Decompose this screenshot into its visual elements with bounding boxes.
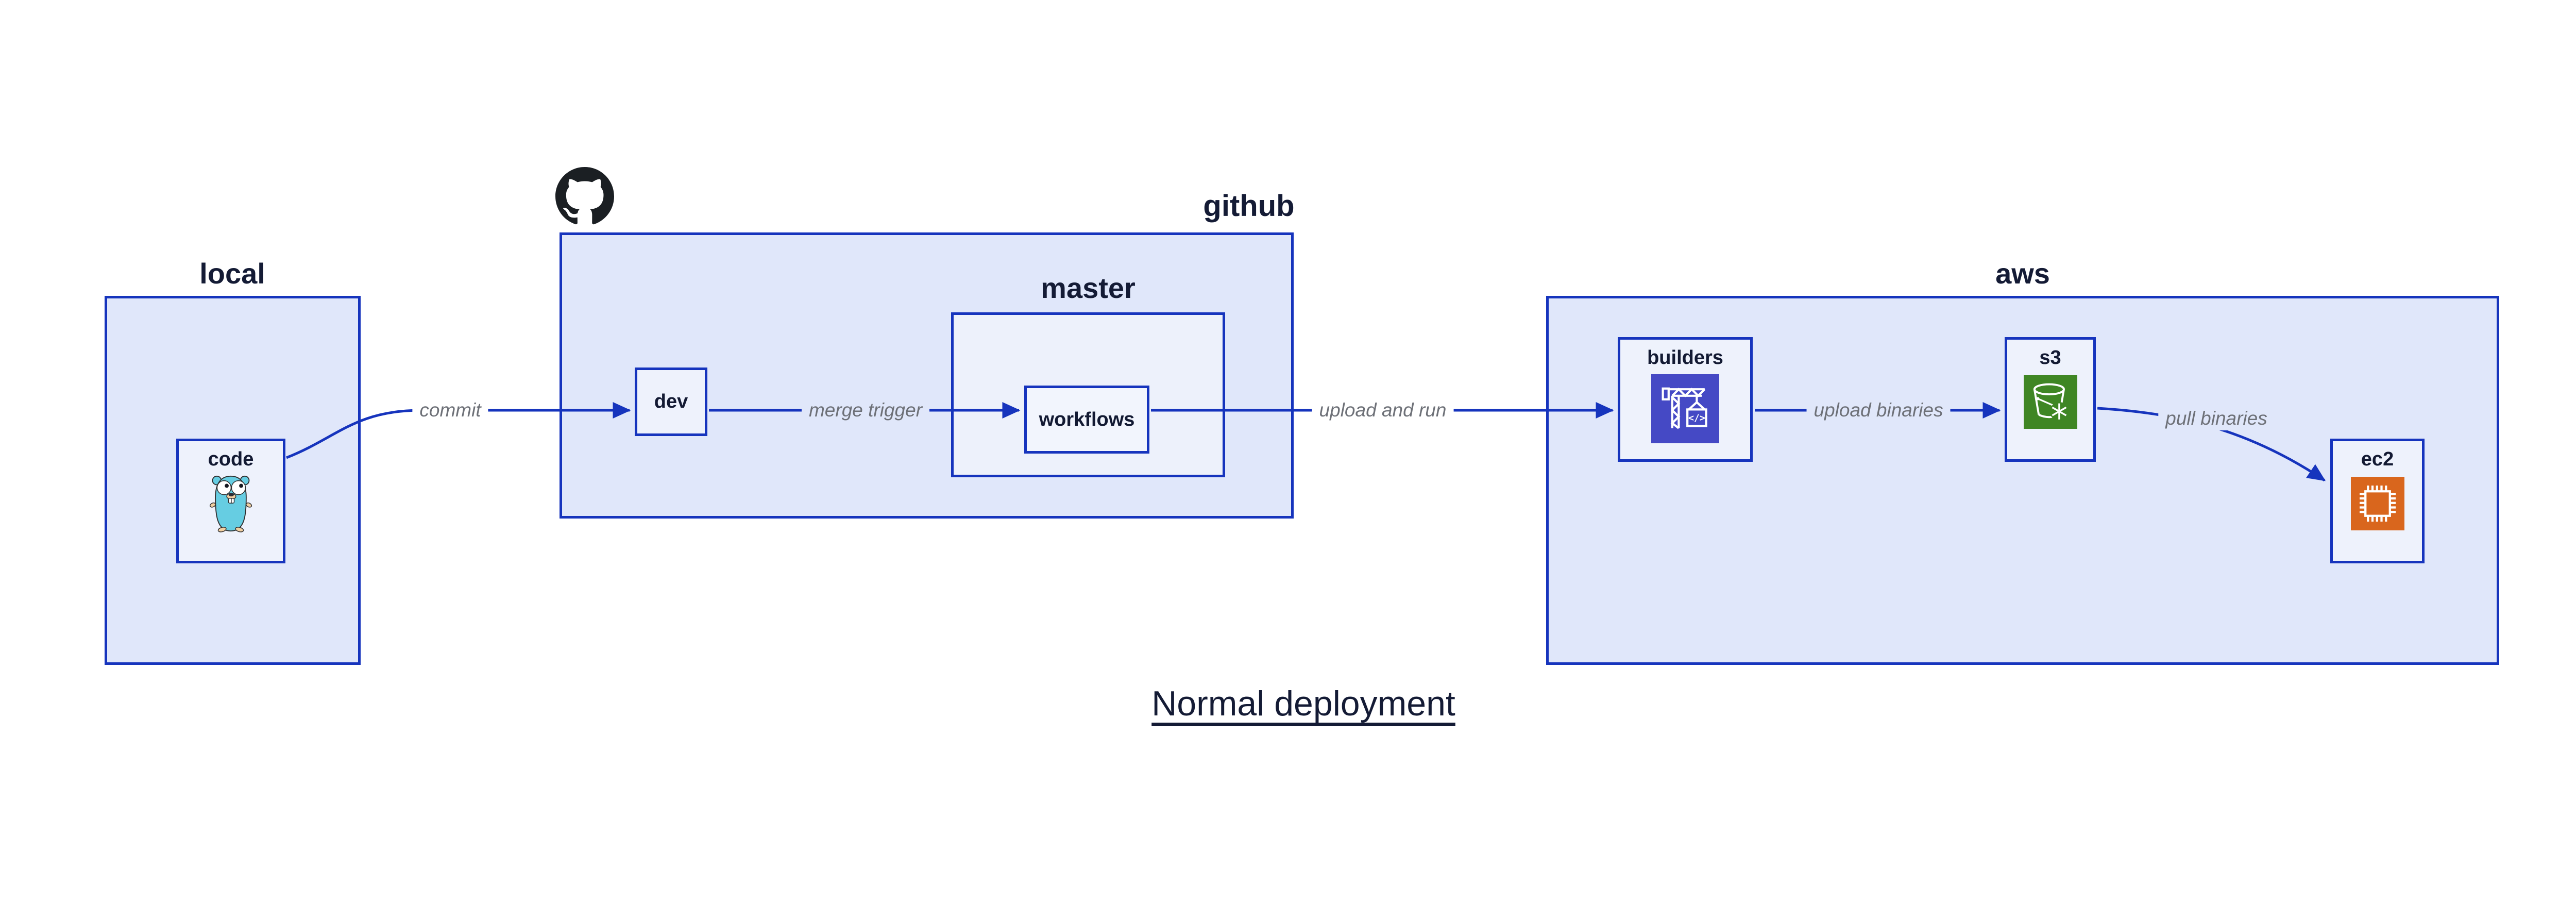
builders-node-label: builders: [1647, 347, 1723, 369]
github-logo-icon: [555, 167, 614, 226]
commit-edge-label: commit: [412, 398, 488, 422]
ec2-node-label: ec2: [2361, 448, 2394, 470]
workflows-node: workflows: [1024, 386, 1149, 454]
local-group-label: local: [199, 257, 265, 290]
builders-node: builders </>: [1618, 337, 1753, 462]
pull-binaries-edge-label: pull binaries: [2158, 407, 2275, 430]
dev-node: dev: [635, 368, 707, 436]
merge-trigger-edge-label: merge trigger: [801, 398, 930, 422]
aws-group-label: aws: [1995, 257, 2050, 290]
code-node: code: [176, 439, 285, 563]
github-group-label: github: [1203, 189, 1295, 223]
ec2-chip-icon: [2350, 477, 2404, 530]
dev-node-label: dev: [654, 391, 688, 412]
go-gopher-icon: [209, 475, 252, 535]
diagram-title: Normal deployment: [1151, 684, 1455, 723]
svg-text:</>: </>: [1688, 413, 1705, 424]
codebuild-crane-icon: </>: [1651, 374, 1719, 443]
code-node-label: code: [208, 448, 254, 470]
master-group-label: master: [1041, 272, 1136, 304]
upload-and-run-edge-label: upload and run: [1312, 398, 1454, 422]
s3-node: s3: [2005, 337, 2096, 462]
workflows-node-label: workflows: [1039, 408, 1135, 430]
upload-binaries-edge-label: upload binaries: [1806, 398, 1951, 422]
s3-glacier-bucket-icon: [2023, 375, 2077, 429]
ec2-node: ec2: [2330, 439, 2425, 563]
s3-node-label: s3: [2039, 347, 2061, 369]
